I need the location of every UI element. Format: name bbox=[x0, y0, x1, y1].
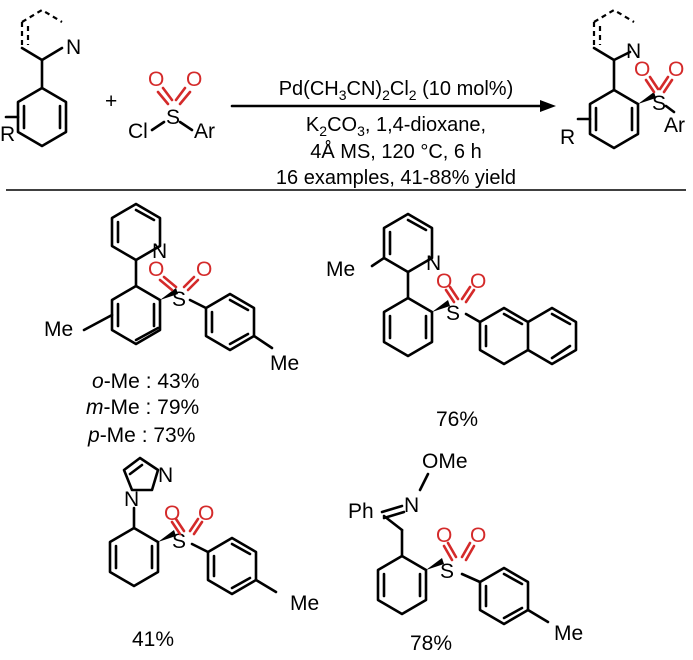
s-label: S bbox=[172, 530, 186, 553]
o-label: O bbox=[148, 258, 164, 281]
o-label: O bbox=[436, 270, 452, 293]
additive-temp-time-text: 4Å MS, 120 °C, 6 h bbox=[310, 140, 481, 163]
reaction-conditions: Pd(CH3CN)2Cl2 (10 mol%) K2CO3, 1,4-dioxa… bbox=[276, 78, 516, 189]
r-group-label: R bbox=[560, 126, 575, 149]
product-4-oxime-ether: OMe N Ph S O O Me bbox=[348, 450, 583, 645]
o-label: O bbox=[470, 524, 486, 547]
product-4-yield: 78% bbox=[410, 632, 452, 655]
scope-summary-text: 16 examples, 41-88% yield bbox=[276, 167, 516, 189]
product-2-yield: 76% bbox=[436, 408, 478, 431]
ar-label: Ar bbox=[194, 120, 215, 143]
oxime-n-label: N bbox=[404, 494, 419, 517]
pyridine-n-label: N bbox=[626, 40, 641, 63]
yield-meta: m-Me : 79% bbox=[86, 396, 199, 419]
ome-label: OMe bbox=[422, 450, 468, 473]
yield-ortho: o-Me : 43% bbox=[92, 370, 199, 393]
o-label: O bbox=[470, 270, 486, 293]
me-label: Me bbox=[270, 352, 299, 375]
arylsulfonyl-chloride: O O S Cl Ar bbox=[128, 68, 215, 143]
s-label: S bbox=[652, 92, 666, 115]
o-label: O bbox=[668, 58, 684, 81]
o-label: O bbox=[634, 58, 650, 81]
product-sulfone: N R S O O Ar bbox=[560, 8, 685, 150]
product-1-methyl-substituted: N Me S O O Me bbox=[44, 202, 299, 375]
product-3-yield: 41% bbox=[132, 628, 174, 651]
me-label: Me bbox=[44, 318, 73, 341]
cl-label: Cl bbox=[128, 120, 148, 143]
base-solvent-text: K2CO3, 1,4-dioxane, bbox=[306, 114, 486, 139]
me-label: Me bbox=[290, 592, 319, 615]
starting-material-2-arylpyridine: N R bbox=[0, 8, 81, 148]
product-2-naphthyl: N Me S O O bbox=[326, 212, 578, 366]
pyridine-n-label: N bbox=[66, 36, 81, 59]
s-label: S bbox=[446, 302, 460, 325]
me-label: Me bbox=[326, 258, 355, 281]
yield-para: p-Me : 73% bbox=[87, 424, 195, 447]
catalyst-text: Pd(CH3CN)2Cl2 (10 mol%) bbox=[279, 78, 514, 103]
product-1-yields: o-Me : 43% m-Me : 79% p-Me : 73% bbox=[86, 370, 199, 447]
pyrazole-n2-label: N bbox=[158, 464, 173, 487]
ph-label: Ph bbox=[348, 500, 374, 523]
product-3-pyrazolyl: N N S O O Me bbox=[108, 456, 319, 615]
r-group-label: R bbox=[0, 123, 15, 146]
s-label: S bbox=[172, 288, 186, 311]
o-label: O bbox=[196, 258, 212, 281]
o-label: O bbox=[436, 524, 452, 547]
o-label: O bbox=[198, 502, 214, 525]
plus-sign: + bbox=[105, 90, 117, 113]
pyridine-n-label: N bbox=[152, 240, 167, 263]
ar-label: Ar bbox=[664, 114, 685, 137]
s-label: S bbox=[440, 560, 454, 583]
pyridine-n-label: N bbox=[426, 252, 441, 275]
o-label: O bbox=[148, 68, 164, 91]
pyrazole-n1-label: N bbox=[124, 488, 139, 511]
me-label: Me bbox=[554, 622, 583, 645]
s-label: S bbox=[166, 106, 180, 129]
o-label: O bbox=[186, 68, 202, 91]
reaction-arrow bbox=[230, 100, 556, 112]
